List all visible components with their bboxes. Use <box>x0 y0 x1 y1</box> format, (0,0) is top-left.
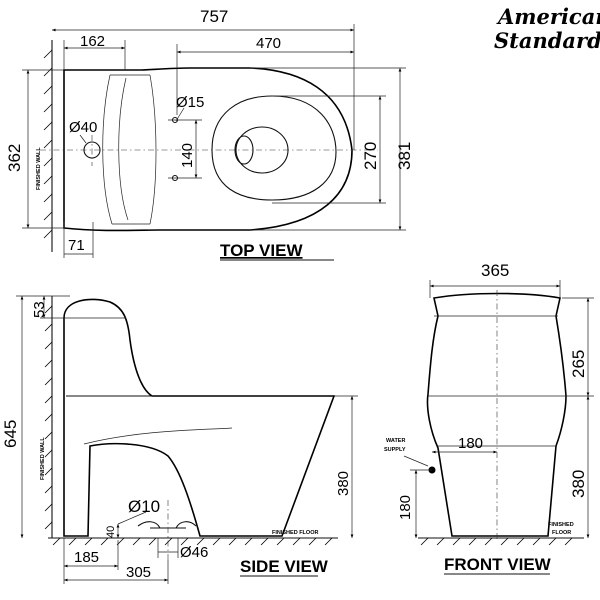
top-wall-hatch <box>43 49 53 239</box>
top-view-title: TOP VIEW <box>220 241 303 260</box>
top-view: FINISHED WALL 757 162 470 <box>5 7 414 261</box>
dim-overall-length: 757 <box>200 7 228 26</box>
front-floor-hatch <box>420 537 573 546</box>
brand-logo: American Standard <box>494 4 600 53</box>
dim-rough-in-2: 305 <box>126 564 151 581</box>
side-toilet-body <box>63 298 336 537</box>
dim-hole-spacing: 140 <box>179 143 196 168</box>
dim-bowl-length: 470 <box>256 35 281 52</box>
dim-tank-width: 365 <box>481 261 509 280</box>
front-view-title: FRONT VIEW <box>444 555 552 574</box>
dim-tank-depth: 162 <box>80 33 105 50</box>
top-bowl-rim <box>211 95 337 201</box>
front-water-label: WATER <box>386 438 405 444</box>
dim-outlet-diameter: Ø10 <box>128 497 160 516</box>
side-finished-floor-label: FINISHED FLOOR <box>272 530 318 536</box>
dim-outlet-pipe-diameter: Ø46 <box>180 544 208 561</box>
dim-bowl-inner-width: 270 <box>361 142 380 170</box>
dim-tank-height: 265 <box>569 350 588 378</box>
dim-front-seat-height: 380 <box>569 470 588 498</box>
dim-overall-height: 645 <box>1 420 20 448</box>
front-floor-label: FLOOR <box>552 530 571 536</box>
dim-hole-diameter: Ø15 <box>176 94 204 111</box>
dim-tank-lid: 53 <box>31 301 48 318</box>
dim-wall-offset: 71 <box>68 237 85 254</box>
dim-overall-width: 362 <box>5 144 24 172</box>
front-finished-label: FINISHED <box>548 522 574 528</box>
top-finished-wall-label: FINISHED WALL <box>36 147 42 190</box>
top-toilet-outline <box>63 67 353 232</box>
brand-line-1: American <box>496 4 600 29</box>
side-outlet <box>137 521 197 529</box>
dim-supply-height: 180 <box>397 495 414 520</box>
dim-supply-offset: 180 <box>458 435 483 452</box>
dim-supply-diameter: Ø40 <box>69 119 97 136</box>
side-floor-hatch <box>52 537 333 546</box>
brand-line-2: Standard <box>494 28 600 53</box>
front-supply-label: SUPPLY <box>384 447 406 453</box>
dim-bowl-outer-width: 381 <box>395 142 414 170</box>
dim-outlet-height: 40 <box>105 526 117 538</box>
side-view-title: SIDE VIEW <box>240 557 329 576</box>
side-finished-wall-label: FINISHED WALL <box>40 437 46 480</box>
dim-rough-in-1: 185 <box>74 549 99 566</box>
side-view: FINISHED WALL 645 53 380 Ø10 40 Ø4 <box>1 295 358 584</box>
dim-side-seat-height: 380 <box>335 471 352 496</box>
side-wall-hatch <box>44 305 53 530</box>
front-view: WATER SUPPLY 365 265 380 180 180 FINISHE… <box>384 261 594 575</box>
